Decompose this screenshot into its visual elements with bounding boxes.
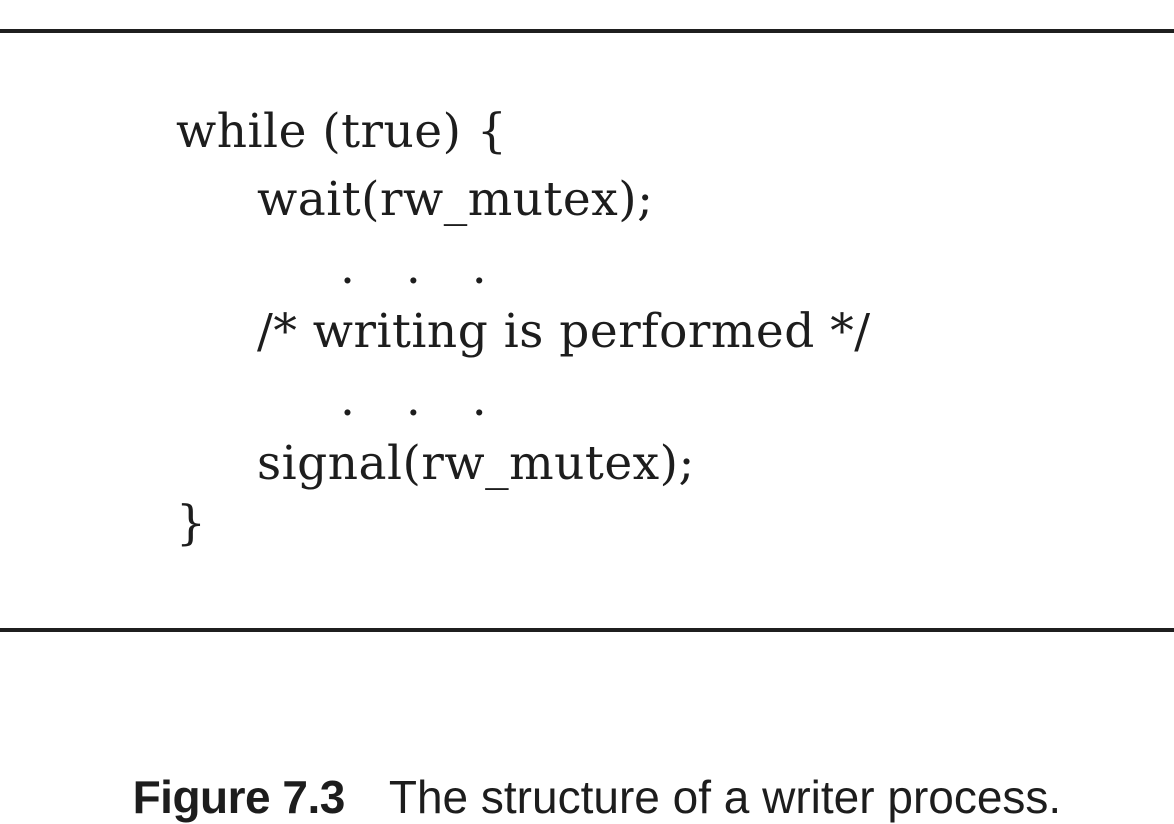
code-comment: /* writing is performed */ [257, 304, 871, 359]
figure-caption: Figure 7.3 The structure of a writer proc… [107, 716, 1062, 824]
code-ellipsis: . . . [340, 240, 505, 295]
figure-label: Figure 7.3 [132, 771, 346, 823]
code-line: signal(rw_mutex); [257, 436, 695, 491]
caption-text: The structure of a writer process. [388, 771, 1062, 823]
code-ellipsis: . . . [340, 372, 505, 427]
code-listing: while (true) { wait(rw_mutex); . . . /* … [176, 104, 871, 551]
code-line: while (true) { [176, 104, 508, 159]
top-rule [0, 29, 1174, 33]
code-line: } [176, 496, 207, 551]
code-line: wait(rw_mutex); [257, 172, 654, 227]
bottom-rule [0, 628, 1174, 632]
